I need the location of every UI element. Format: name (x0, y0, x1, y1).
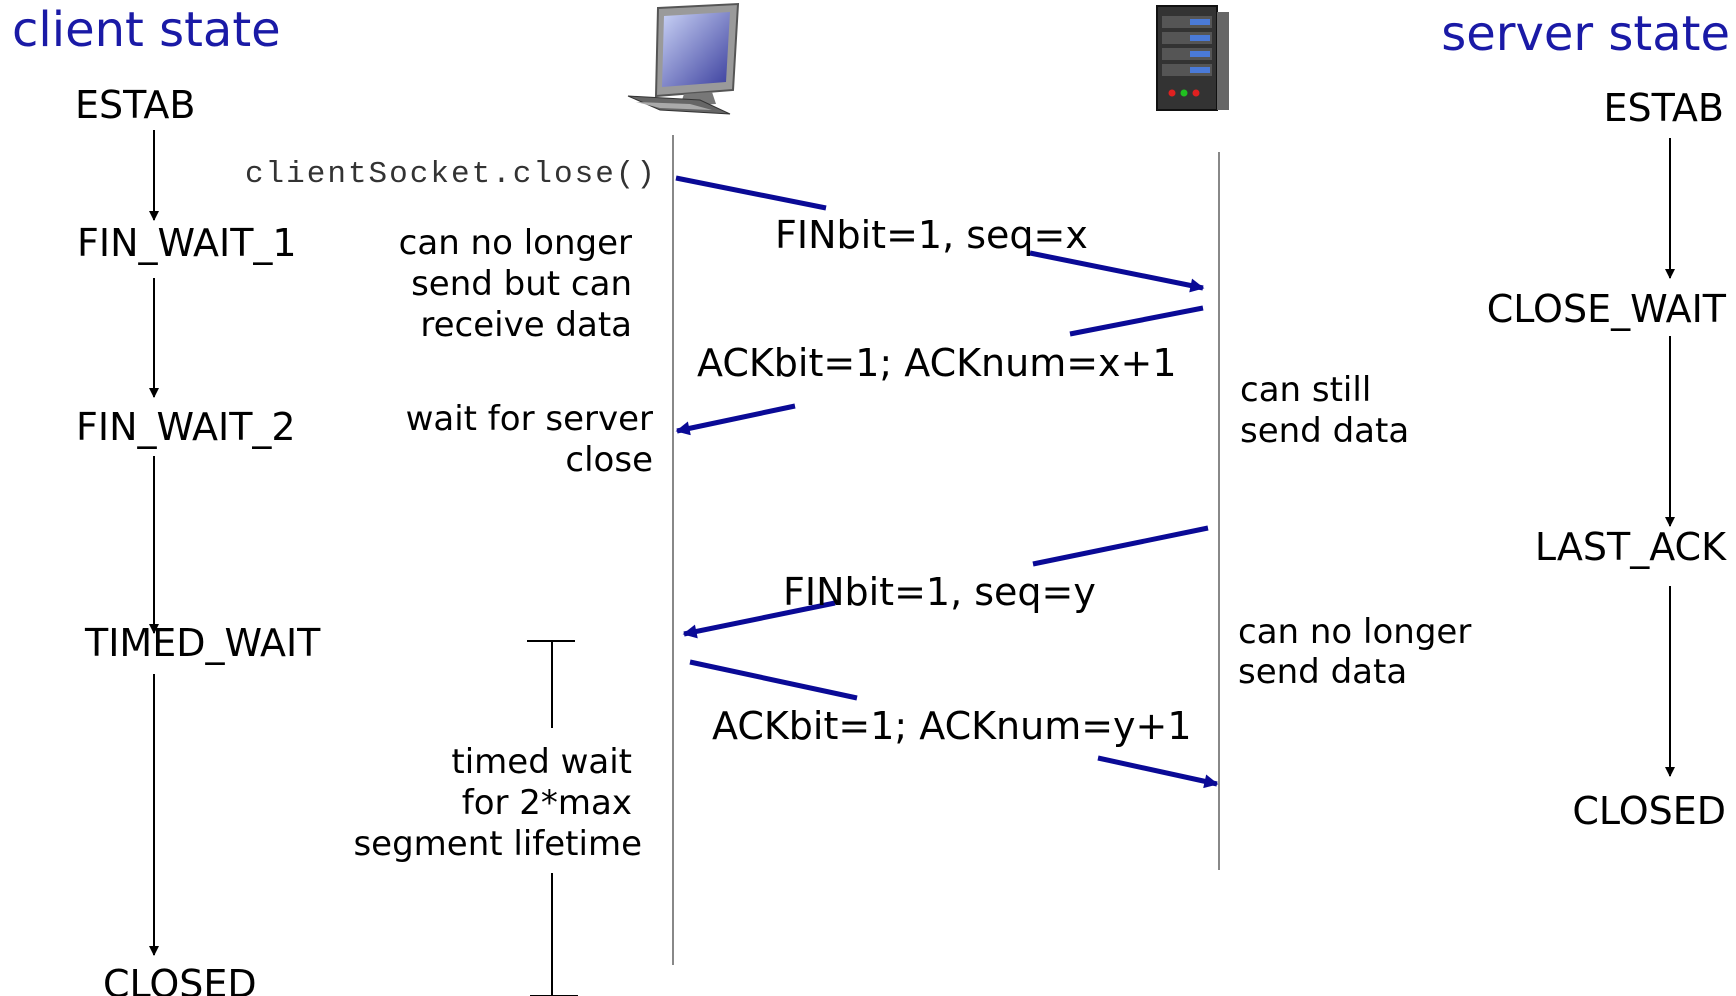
message-label-fin-x: FINbit=1, seq=x (775, 213, 1088, 257)
message-ack-y-arrow (689, 659, 1219, 789)
client-state-fin-wait-2: FIN_WAIT_2 (76, 405, 296, 449)
client-close-call: clientSocket.close() (245, 157, 657, 192)
note-last-ack: can no longer send data (1238, 612, 1471, 692)
desktop-computer-icon (627, 2, 740, 115)
svg-text:can no longer: can no longer (399, 223, 632, 263)
svg-text:send data: send data (1238, 652, 1407, 692)
message-label-ack-x: ACKbit=1; ACKnum=x+1 (697, 341, 1177, 385)
client-state-header: client state (12, 2, 281, 58)
server-state-close-wait: CLOSE_WAIT (1487, 287, 1727, 331)
svg-text:wait for server: wait for server (406, 399, 653, 439)
note-fin-wait-2: wait for server close (406, 399, 653, 480)
note-close-wait: can still send data (1240, 370, 1409, 451)
svg-text:close: close (565, 440, 653, 480)
svg-text:for 2*max: for 2*max (462, 783, 632, 823)
svg-text:can no longer: can no longer (1238, 612, 1471, 652)
message-fin-y-arrow (682, 525, 1209, 639)
server-state-estab: ESTAB (1604, 86, 1724, 130)
svg-text:send but can: send but can (411, 264, 632, 304)
message-fin-x-arrow (675, 175, 1205, 293)
message-ack-x-arrow (675, 305, 1204, 436)
note-timed-wait: timed wait for 2*max segment lifetime (353, 742, 642, 864)
svg-text:can still: can still (1240, 370, 1371, 410)
message-label-fin-y: FINbit=1, seq=y (783, 570, 1096, 614)
server-state-last-ack: LAST_ACK (1535, 525, 1727, 569)
client-state-fin-wait-1: FIN_WAIT_1 (77, 221, 297, 265)
note-fin-wait-1: can no longer send but can receive data (399, 223, 632, 345)
message-label-ack-y: ACKbit=1; ACKnum=y+1 (712, 704, 1192, 748)
server-state-closed: CLOSED (1572, 789, 1726, 833)
server-state-header: server state (1441, 6, 1730, 62)
client-state-estab: ESTAB (75, 83, 195, 127)
timed-wait-bracket (527, 640, 578, 996)
svg-text:segment lifetime: segment lifetime (353, 824, 642, 864)
client-state-timed-wait: TIMED_WAIT (84, 621, 321, 665)
server-tower-icon (1156, 5, 1229, 111)
client-state-closed: CLOSED (103, 962, 257, 996)
svg-text:timed wait: timed wait (451, 742, 632, 782)
svg-text:send data: send data (1240, 411, 1409, 451)
svg-text:receive data: receive data (420, 305, 632, 345)
